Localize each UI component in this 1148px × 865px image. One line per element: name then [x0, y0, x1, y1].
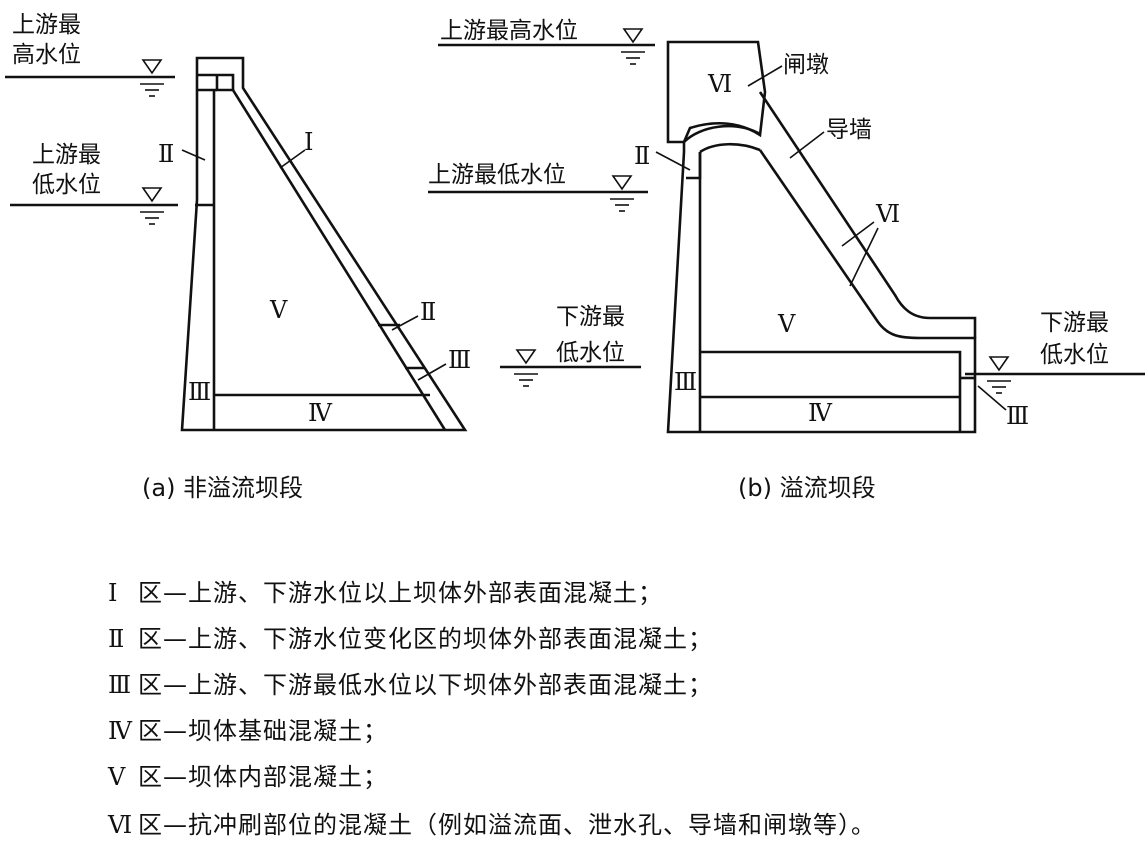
ogee-crest-outer: [683, 124, 761, 143]
legend-roman: Ⅴ: [108, 763, 127, 791]
leader-line: [789, 131, 825, 159]
dam-b-inner-boundary: [686, 152, 702, 180]
leader-line: [181, 149, 206, 161]
zone-label-b-vi-mid: Ⅵ: [875, 200, 900, 228]
ogee-crest-inner: [699, 142, 761, 154]
leader-line: [417, 363, 447, 381]
legend-text: 区—抗冲刷部位的混凝土（例如溢流面、泄水孔、导墙和闸墩等）。: [138, 811, 876, 839]
zone-label-a-ii-top: Ⅱ: [158, 140, 174, 168]
downstream-min-label-b-l1: 下游最: [1040, 310, 1109, 336]
zone-label-b-iii-left: Ⅲ: [674, 368, 697, 396]
legend-roman: Ⅳ: [108, 717, 133, 745]
legend-item: Ⅰ 区—上游、下游水位以上坝体外部表面混凝土；: [108, 573, 663, 608]
dam-b-outline: [666, 142, 977, 434]
water-level-icon: [141, 187, 163, 203]
dam-b-apron-inner: [700, 350, 962, 432]
zone-label-b-iii-right: Ⅲ: [1006, 402, 1029, 430]
zone-label-a-iii-left: Ⅲ: [188, 378, 211, 406]
legend-item: Ⅱ 区—上游、下游水位变化区的坝体外部表面混凝土；: [108, 619, 713, 654]
dam-a-outline: [180, 56, 468, 432]
leader-line: [841, 221, 875, 247]
upstream-max-label-a-l1: 上游最: [12, 12, 81, 38]
diagram-a: 上游最 高水位 上游最 低水位 Ⅱ Ⅰ Ⅴ Ⅱ Ⅲ Ⅲ Ⅳ (a) 非溢流坝段: [5, 12, 471, 502]
legend-text: 区—上游、下游水位变化区的坝体外部表面混凝土；: [138, 625, 713, 653]
water-level-icon: [141, 59, 163, 75]
leader-line: [391, 315, 419, 331]
downstream-min-label-l1: 下游最: [556, 304, 625, 330]
legend-text: 区—上游、下游最低水位以下坝体外部表面混凝土；: [138, 671, 713, 699]
leader-line: [849, 227, 879, 287]
upstream-min-label-a-l1: 上游最: [32, 142, 101, 168]
upstream-min-label-b: 上游最低水位: [428, 162, 566, 188]
zone-label-b-v: Ⅴ: [777, 310, 796, 338]
dam-a-inner-face: [215, 75, 447, 431]
legend-text: 区—上游、下游水位以上坝体外部表面混凝土；: [138, 579, 663, 607]
zone-label-b-ii: Ⅱ: [634, 142, 650, 170]
legend-roman: Ⅰ: [108, 579, 119, 607]
leader-line: [279, 149, 306, 169]
legend-text: 区—坝体内部混凝土；: [138, 763, 388, 791]
spillway-outer-face: [758, 91, 977, 338]
dam-a-crest: [197, 73, 235, 90]
upstream-max-label-a-l2: 高水位: [12, 42, 81, 68]
zone-label-a-iii-right: Ⅲ: [448, 346, 471, 374]
caption-b: (b) 溢流坝段: [738, 474, 876, 502]
gate-pier-label: 闸墩: [783, 52, 829, 78]
downstream-min-label-b-l2: 低水位: [1040, 342, 1109, 368]
diagram-b: 上游最高水位 上游最低水位 闸墩 导墙 下游最 低水位 Ⅵ Ⅵ Ⅱ Ⅴ Ⅲ Ⅳ …: [428, 18, 1145, 502]
zone-label-a-v: Ⅴ: [269, 296, 288, 324]
legend-roman: Ⅱ: [108, 625, 126, 653]
zone-label-a-ii-right: Ⅱ: [420, 298, 436, 326]
water-level-icon: [988, 356, 1010, 372]
downstream-min-label-l2: 低水位: [556, 340, 625, 366]
leader-line: [747, 65, 783, 87]
leader-line: [655, 151, 691, 171]
legend-roman: Ⅲ: [108, 671, 133, 699]
gate-pier-outline: [666, 40, 767, 144]
downstream-min-level-a: 下游最 低水位: [500, 304, 641, 387]
zone-label-a-i: Ⅰ: [304, 128, 313, 156]
zone-label-b-vi-top: Ⅵ: [707, 70, 732, 98]
leader-line: [977, 385, 1007, 411]
water-level-icon: [611, 175, 633, 191]
guide-wall-label: 导墙: [826, 117, 872, 143]
zone-label-a-iv: Ⅳ: [308, 399, 333, 427]
water-level-icon: [622, 28, 644, 44]
legend-roman: Ⅵ: [108, 811, 134, 839]
caption-a: (a) 非溢流坝段: [142, 474, 303, 502]
water-level-icon: [515, 349, 537, 365]
upstream-min-label-a-l2: 低水位: [32, 172, 101, 198]
upstream-max-label-b: 上游最高水位: [440, 18, 578, 44]
spillway-inner-face: [758, 149, 921, 340]
legend-text: 区—坝体基础混凝土；: [138, 717, 388, 745]
legend-item: Ⅴ 区—坝体内部混凝土；: [108, 757, 388, 792]
zone-label-b-iv: Ⅳ: [808, 399, 833, 427]
